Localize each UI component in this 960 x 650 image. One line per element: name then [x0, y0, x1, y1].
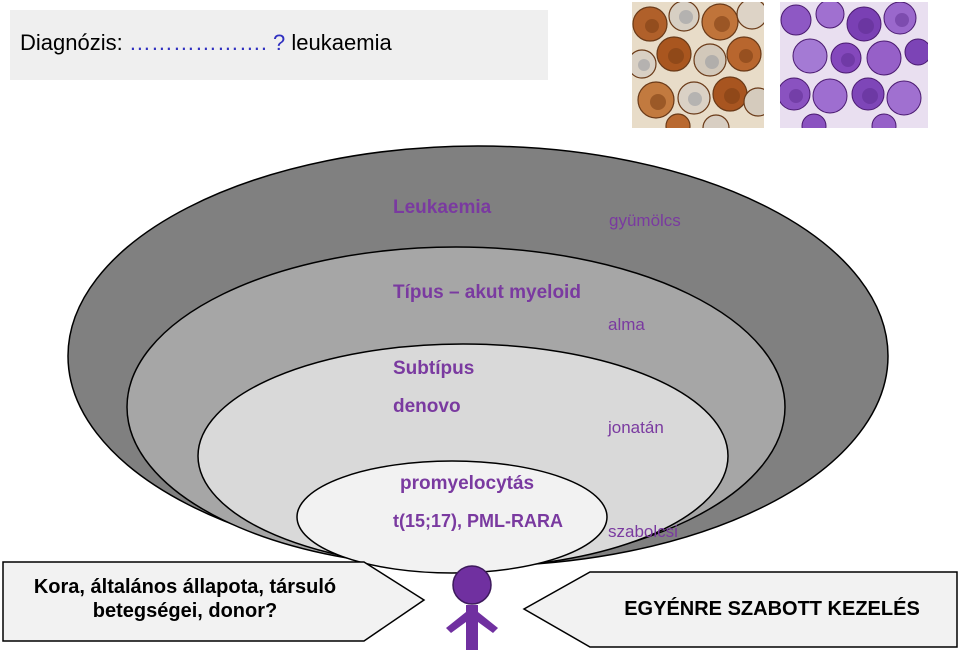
- ellipse-promyelocytic: [296, 460, 608, 574]
- level3-label: Subtípus: [393, 358, 475, 379]
- purple-stained-cells-micrograph: [780, 2, 928, 128]
- left-callout-arrow: [2, 561, 426, 642]
- brown-stained-cells-micrograph: [632, 2, 764, 128]
- level2-label: Típus – akut myeloid: [393, 282, 581, 303]
- level4-sublabel: t(15;17), PML-RARA: [393, 511, 564, 531]
- level2-fruit-label: alma: [608, 315, 645, 334]
- level1-fruit-label: gyümölcs: [609, 211, 681, 230]
- right-callout-arrow: [522, 571, 958, 648]
- title-box: [10, 10, 548, 80]
- level3-fruit-label: jonatán: [608, 418, 664, 437]
- person-icon: [446, 565, 498, 650]
- left-callout-text: Kora, általános állapota, társuló betegs…: [33, 576, 337, 622]
- right-callout-text: EGYÉNRE SZABOTT KEZELÉS: [624, 598, 920, 620]
- level1-label: Leukaemia: [393, 197, 492, 218]
- page-title: Diagnózis: ………………. ? leukaemia: [20, 30, 392, 56]
- level4-label: promyelocytás: [400, 473, 535, 494]
- title-placeholder: ………………. ?: [122, 30, 286, 55]
- title-suffix: leukaemia: [285, 30, 392, 55]
- level4-fruit-label: szabolcsi: [608, 522, 678, 541]
- title-prefix: Diagnózis:: [20, 30, 123, 55]
- level3-sublabel: denovo: [393, 396, 461, 417]
